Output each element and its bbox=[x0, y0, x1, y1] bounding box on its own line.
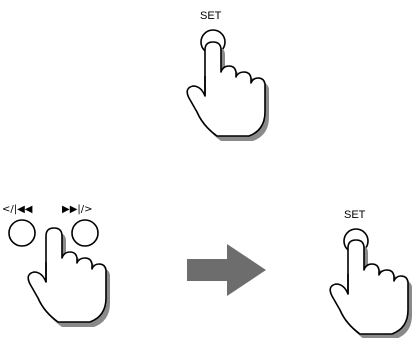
set-label-top: SET bbox=[200, 10, 222, 22]
prev-button-label: </|◀◀ bbox=[2, 204, 33, 215]
set-label-bottom: SET bbox=[344, 209, 366, 221]
prev-button-icon bbox=[9, 220, 35, 246]
next-button-icon bbox=[72, 220, 98, 246]
next-button-label: ▶▶|/> bbox=[62, 204, 93, 215]
pointing-hand-icon bbox=[330, 240, 412, 338]
top-step: SET bbox=[187, 10, 269, 141]
bottom-step-buttons: </|◀◀ ▶▶|/> bbox=[2, 204, 110, 327]
right-arrow-icon bbox=[187, 244, 266, 296]
pointing-hand-icon bbox=[187, 42, 269, 141]
bottom-step-result: SET bbox=[330, 209, 412, 338]
pointing-hand-icon bbox=[28, 228, 110, 327]
